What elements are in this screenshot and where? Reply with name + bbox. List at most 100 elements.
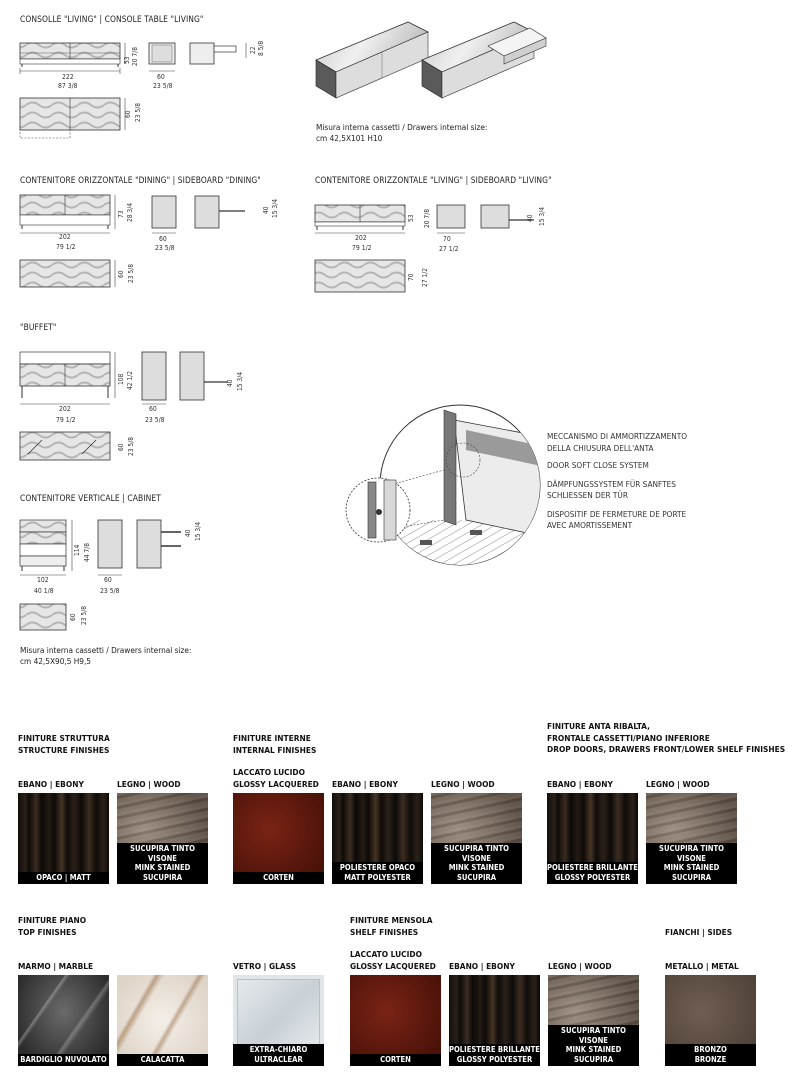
internal-wood-label: LEGNO | WOOD bbox=[431, 779, 495, 789]
cabinet-plan-view bbox=[19, 603, 67, 631]
cabinet-title: CONTENITORE VERTICALE | CABINET bbox=[20, 493, 161, 503]
consolle-depth-in: 23 5/8 bbox=[153, 82, 173, 90]
buffet-title: "BUFFET" bbox=[20, 322, 57, 332]
consolle-title: CONSOLLE "LIVING" | CONSOLE TABLE "LIVIN… bbox=[20, 14, 204, 24]
shelf-wood-label: LEGNO | WOOD bbox=[548, 961, 612, 971]
buffet-plan-depth-in: 23 5/8 bbox=[127, 437, 135, 456]
buffet-plan-view bbox=[19, 431, 111, 461]
dining-title: CONTENITORE ORIZZONTALE "DINING" | SIDEB… bbox=[20, 175, 261, 185]
living-title: CONTENITORE ORIZZONTALE "LIVING" | SIDEB… bbox=[315, 175, 552, 185]
top-bardiglio-swatch[interactable]: BARDIGLIO NUVOLATO bbox=[18, 975, 109, 1066]
consolle-width-in: 87 3/8 bbox=[58, 82, 78, 90]
internal-corten-swatch[interactable]: CORTEN bbox=[233, 793, 324, 884]
structure-wood-label: LEGNO | WOOD bbox=[117, 779, 181, 789]
consolle-perspective bbox=[315, 21, 547, 99]
cabinet-front-view bbox=[19, 519, 73, 576]
buffet-height-cm: 108 bbox=[117, 373, 125, 385]
buffet-width-cm: 202 bbox=[59, 405, 71, 413]
soft-close-mechanism-illustration bbox=[345, 404, 541, 566]
structure-finishes-heading: FINITURE STRUTTURA STRUCTURE FINISHES bbox=[18, 733, 110, 755]
dining-height-in: 28 3/4 bbox=[126, 203, 134, 222]
cabinet-height-in: 44 7/8 bbox=[83, 543, 91, 562]
buffet-door-in: 15 3/4 bbox=[236, 372, 244, 391]
sides-finishes-heading: FIANCHI | SIDES bbox=[665, 927, 733, 937]
consolle-plan-depth-in: 23 5/8 bbox=[134, 103, 142, 122]
consolle-drawer-in: 8 5/8 bbox=[257, 40, 265, 56]
living-side-view bbox=[436, 204, 534, 234]
shelf-lacquered-label: LACCATO LUCIDO GLOSSY LACQUERED bbox=[350, 949, 436, 971]
drop-doors-finishes-heading: FINITURE ANTA RIBALTA, FRONTALE CASSETTI… bbox=[547, 721, 786, 754]
consolle-depth-cm: 60 bbox=[157, 73, 165, 81]
drop-doors-wood-label: LEGNO | WOOD bbox=[646, 779, 710, 789]
top-finishes-heading: FINITURE PIANO TOP FINISHES bbox=[18, 915, 87, 937]
cabinet-door-in: 15 3/4 bbox=[194, 522, 202, 541]
cabinet-plan-depth-cm: 60 bbox=[69, 613, 77, 621]
dining-plan-depth-cm: 60 bbox=[117, 270, 125, 278]
cabinet-door-cm: 40 bbox=[184, 529, 192, 537]
dining-width-in: 79 1/2 bbox=[56, 243, 76, 251]
living-plan-depth-in: 27 1/2 bbox=[421, 268, 429, 287]
structure-ebony-matt-swatch[interactable]: OPACO | MATT bbox=[18, 793, 109, 884]
dining-side-view bbox=[151, 195, 245, 234]
mechanism-labels: MECCANISMO DI AMMORTIZZAMENTO DELLA CHIU… bbox=[547, 431, 688, 530]
shelf-ebony-label: EBANO | EBONY bbox=[449, 961, 515, 971]
buffet-depth-in: 23 5/8 bbox=[145, 416, 165, 424]
living-door-cm: 40 bbox=[526, 214, 534, 222]
dining-front-view bbox=[19, 194, 116, 234]
drop-doors-ebony-label: EBANO | EBONY bbox=[547, 779, 613, 789]
living-width-in: 79 1/2 bbox=[352, 244, 372, 252]
sides-metal-label: METALLO | METAL bbox=[665, 961, 739, 971]
cabinet-depth-cm: 60 bbox=[104, 576, 112, 584]
cabinet-width-cm: 102 bbox=[37, 576, 49, 584]
buffet-plan-depth-cm: 60 bbox=[117, 443, 125, 451]
cabinet-height-cm: 114 bbox=[73, 544, 81, 556]
dining-depth-in: 23 5/8 bbox=[155, 244, 175, 252]
shelf-corten-swatch[interactable]: CORTEN bbox=[350, 975, 441, 1066]
consolle-drawer-cm: 22 bbox=[249, 46, 257, 54]
cabinet-width-in: 40 1/8 bbox=[34, 587, 54, 595]
consolle-front-view bbox=[19, 42, 126, 74]
shelf-finishes-heading: FINITURE MENSOLA SHELF FINISHES bbox=[350, 915, 433, 937]
dining-plan-depth-in: 23 5/8 bbox=[127, 264, 135, 283]
buffet-side-view bbox=[141, 351, 228, 405]
living-front-view bbox=[314, 204, 406, 234]
dining-plan-view bbox=[19, 259, 116, 288]
consolle-height-in: 20 7/8 bbox=[131, 47, 139, 66]
consolle-plan-view bbox=[19, 97, 126, 139]
living-height-in: 20 7/8 bbox=[423, 209, 431, 228]
living-plan-view bbox=[314, 259, 406, 293]
internal-ebony-label: EBANO | EBONY bbox=[332, 779, 398, 789]
top-calacatta-swatch[interactable]: CALACATTA bbox=[117, 975, 208, 1066]
internal-lacquered-label: LACCATO LUCIDO GLOSSY LACQUERED bbox=[233, 767, 319, 789]
dining-width-cm: 202 bbox=[59, 233, 71, 241]
cabinet-side-view bbox=[97, 519, 181, 576]
buffet-front-view bbox=[19, 351, 116, 405]
dining-height-cm: 73 bbox=[117, 210, 125, 218]
technical-drawings bbox=[19, 21, 547, 631]
consolle-drawer-note: Misura interna cassetti / Drawers intern… bbox=[316, 122, 488, 143]
dining-door-cm: 40 bbox=[262, 206, 270, 214]
buffet-depth-cm: 60 bbox=[149, 405, 157, 413]
consolle-side-view bbox=[148, 42, 247, 72]
living-door-in: 15 3/4 bbox=[538, 207, 546, 226]
living-depth-cm: 70 bbox=[443, 235, 451, 243]
cabinet-plan-depth-in: 23 5/8 bbox=[80, 606, 88, 625]
top-marble-label: MARMO | MARBLE bbox=[18, 961, 94, 971]
consolle-height-cm: 53 bbox=[123, 56, 131, 64]
living-height-cm: 53 bbox=[407, 214, 415, 222]
buffet-width-in: 79 1/2 bbox=[56, 416, 76, 424]
internal-finishes-heading: FINITURE INTERNE INTERNAL FINISHES bbox=[233, 733, 317, 755]
living-width-cm: 202 bbox=[355, 234, 367, 242]
cabinet-depth-in: 23 5/8 bbox=[100, 587, 120, 595]
dining-depth-cm: 60 bbox=[159, 235, 167, 243]
buffet-door-cm: 40 bbox=[226, 379, 234, 387]
